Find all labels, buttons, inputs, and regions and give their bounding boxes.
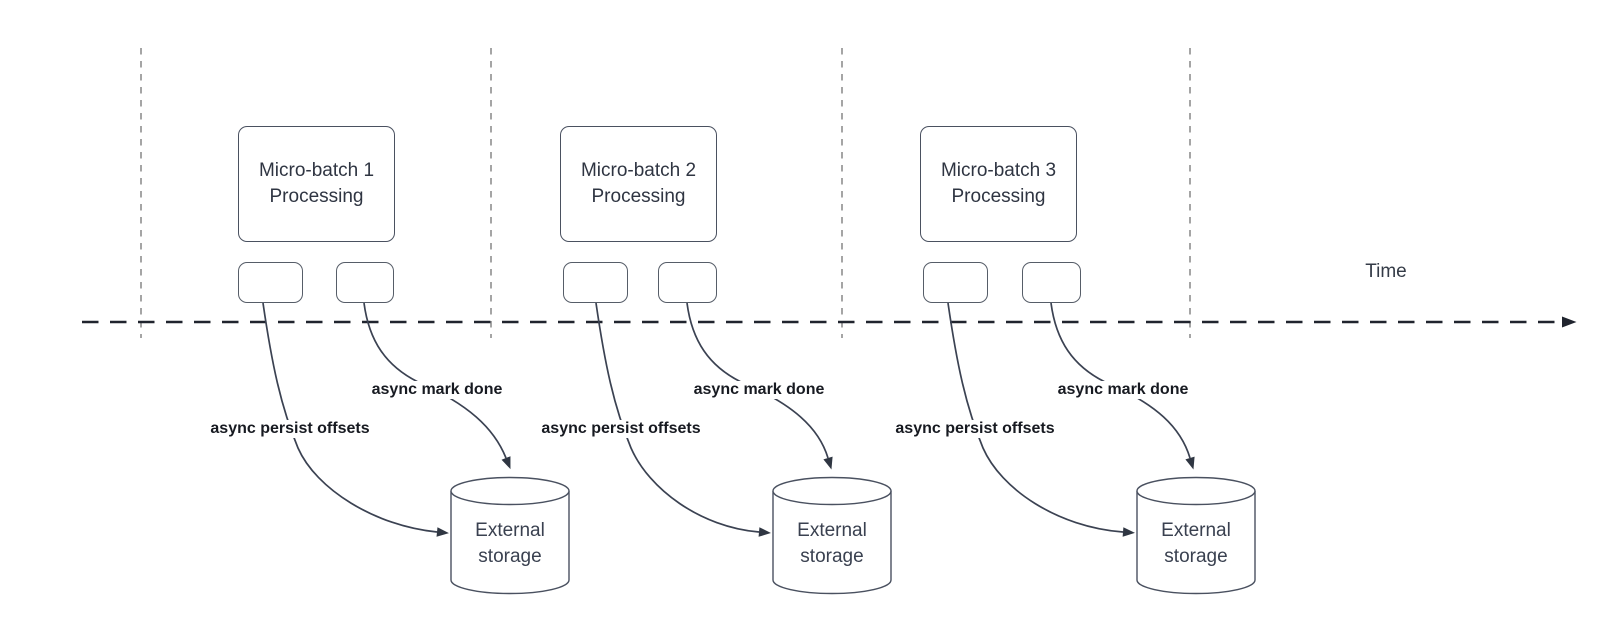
micro-batch-processing-box: Micro-batch 3 Processing xyxy=(920,126,1077,242)
external-storage-label: External storage xyxy=(797,518,867,570)
storage-label-line: External xyxy=(797,520,867,541)
async-task-box-right xyxy=(658,262,717,303)
micro-batch-title-line: Micro-batch 1 xyxy=(258,160,375,181)
micro-batch-title-line: Processing xyxy=(591,186,686,207)
async-task-box-left xyxy=(923,262,988,303)
persist-offsets-label: async persist offsets xyxy=(539,420,703,438)
async-task-box-right xyxy=(336,262,394,303)
external-storage-label: External storage xyxy=(1161,518,1231,570)
async-task-box-left xyxy=(563,262,628,303)
micro-batch-title-line: Processing xyxy=(951,186,1046,207)
micro-batch-processing-box: Micro-batch 1 Processing xyxy=(238,126,395,242)
persist-offsets-arrow-1 xyxy=(262,302,449,537)
persist-offsets-arrow-2 xyxy=(595,302,771,537)
async-task-box-left xyxy=(238,262,303,303)
storage-label-line: storage xyxy=(800,546,864,567)
mark-done-label: async mark done xyxy=(369,381,505,399)
storage-label-line: storage xyxy=(1164,546,1228,567)
external-storage-cylinder-1 xyxy=(450,476,570,595)
storage-label-line: External xyxy=(475,520,545,541)
storage-label-line: External xyxy=(1161,520,1231,541)
storage-label-line: storage xyxy=(478,546,542,567)
micro-batch-title-line: Micro-batch 2 xyxy=(580,160,697,181)
persist-offsets-label: async persist offsets xyxy=(208,420,372,438)
mark-done-label: async mark done xyxy=(1055,381,1191,399)
external-storage-cylinder-3 xyxy=(1136,476,1256,595)
micro-batch-title-line: Processing xyxy=(269,186,364,207)
mark-done-label: async mark done xyxy=(691,381,827,399)
async-task-box-right xyxy=(1022,262,1081,303)
micro-batch-processing-box: Micro-batch 2 Processing xyxy=(560,126,717,242)
persist-offsets-arrow-3 xyxy=(947,302,1135,537)
persist-offsets-label: async persist offsets xyxy=(893,420,1057,438)
time-axis-label: Time xyxy=(1365,261,1407,282)
micro-batch-title-line: Micro-batch 3 xyxy=(940,160,1057,181)
external-storage-cylinder-2 xyxy=(772,476,892,595)
external-storage-label: External storage xyxy=(475,518,545,570)
